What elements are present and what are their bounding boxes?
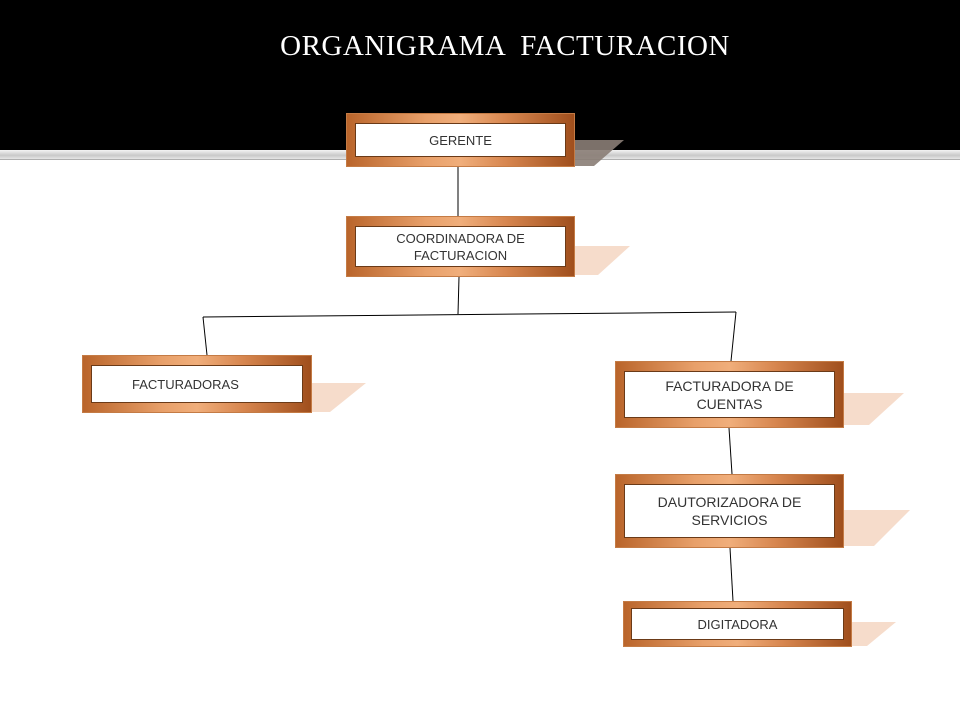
node-digitadora-label: DIGITADORA bbox=[631, 608, 844, 640]
coordinadora-shadow bbox=[574, 246, 630, 275]
connector-bus-facturadora-cuentas bbox=[730, 311, 737, 362]
autorizadora-shadow bbox=[843, 510, 910, 546]
digitadora-shadow bbox=[851, 622, 896, 646]
node-autorizadora-servicios: DAUTORIZADORA DE SERVICIOS bbox=[615, 474, 844, 548]
node-digitadora: DIGITADORA bbox=[623, 601, 852, 647]
node-facturadora-cuentas-label: FACTURADORA DE CUENTAS bbox=[624, 371, 835, 418]
node-facturadoras-label: FACTURADORAS bbox=[91, 365, 303, 403]
node-gerente-label: GERENTE bbox=[355, 123, 566, 157]
page-title: ORGANIGRAMA FACTURACION bbox=[280, 30, 730, 62]
facturadoras-shadow bbox=[310, 383, 366, 412]
gerente-shadow bbox=[574, 140, 624, 166]
facturadora-cuentas-shadow bbox=[843, 393, 904, 425]
node-facturadora-cuentas: FACTURADORA DE CUENTAS bbox=[615, 361, 844, 428]
connector-coordinadora-bus bbox=[457, 276, 460, 315]
node-coordinadora-label: COORDINADORA DE FACTURACION bbox=[355, 226, 566, 267]
connector-bus-facturadoras bbox=[202, 316, 208, 356]
connector-autorizadora-digitadora bbox=[729, 547, 734, 602]
node-facturadoras: FACTURADORAS bbox=[82, 355, 312, 413]
node-autorizadora-label: DAUTORIZADORA DE SERVICIOS bbox=[624, 484, 835, 538]
node-gerente: GERENTE bbox=[346, 113, 575, 167]
node-coordinadora-facturacion: COORDINADORA DE FACTURACION bbox=[346, 216, 575, 277]
connector-cuentas-autorizadora bbox=[728, 427, 733, 475]
connector-horizontal-bus bbox=[202, 311, 737, 318]
